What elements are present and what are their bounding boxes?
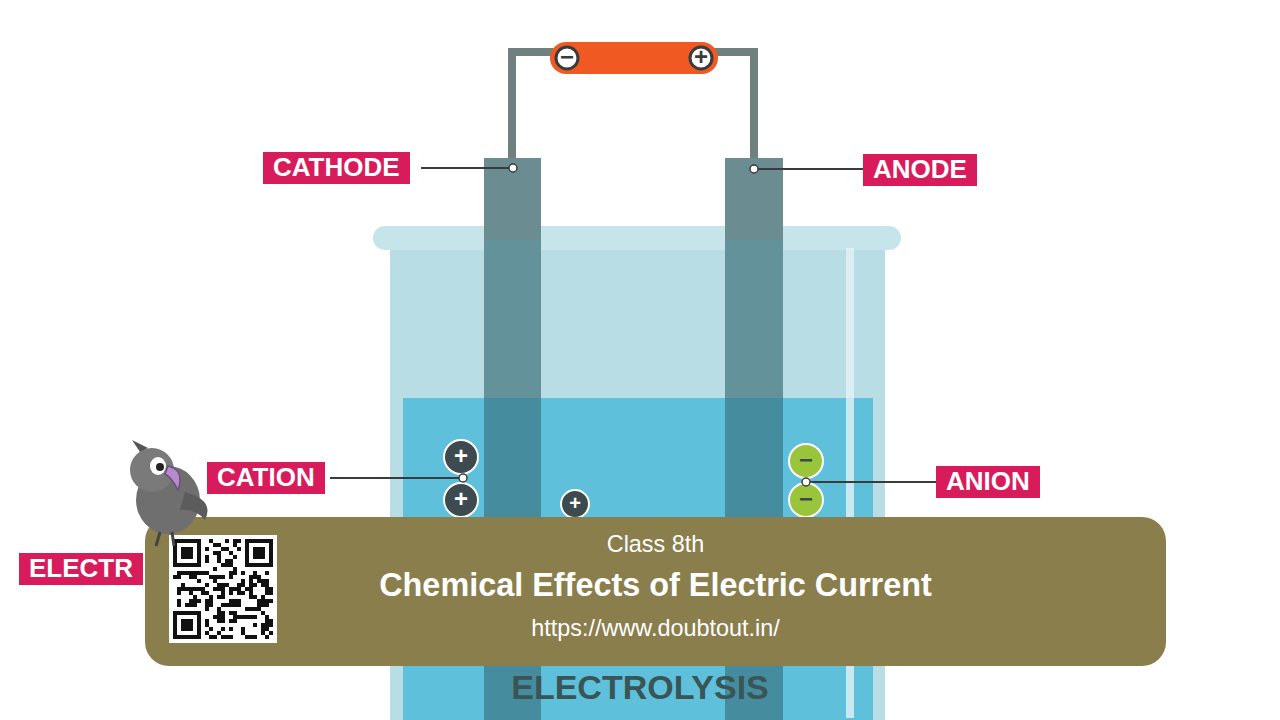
term-label: ELECTR bbox=[19, 553, 143, 585]
term-text: CATHODE bbox=[273, 152, 400, 182]
leader-line bbox=[330, 477, 459, 479]
term-text: ANODE bbox=[873, 154, 967, 184]
banner-text: Chemical Effects of Electric Current bbox=[145, 567, 1166, 604]
battery-positive-sign: + bbox=[689, 45, 713, 69]
wire bbox=[512, 52, 555, 162]
cation-ions bbox=[444, 440, 589, 518]
anion-sign: − bbox=[794, 448, 818, 472]
anion-sign: − bbox=[794, 487, 818, 511]
battery-negative-sign: − bbox=[555, 45, 579, 69]
cation-sign: + bbox=[563, 493, 587, 513]
term-label: ANION bbox=[936, 466, 1040, 498]
cation-sign: + bbox=[449, 487, 473, 511]
wire bbox=[712, 52, 754, 162]
title-banner: Class 8thChemical Effects of Electric Cu… bbox=[145, 517, 1166, 666]
leader-line bbox=[809, 481, 936, 483]
term-label: ANODE bbox=[863, 154, 977, 186]
beaker-rim bbox=[373, 226, 901, 250]
banner-text: Class 8th bbox=[145, 531, 1166, 558]
battery bbox=[550, 42, 718, 74]
term-text: ELECTR bbox=[29, 553, 133, 583]
leader-dot bbox=[802, 478, 810, 486]
leader-line bbox=[421, 167, 510, 169]
term-text: ANION bbox=[946, 466, 1030, 496]
anion-ions bbox=[789, 444, 823, 517]
leader-line bbox=[757, 168, 863, 170]
cation-sign: + bbox=[449, 444, 473, 468]
leader-dot bbox=[750, 165, 758, 173]
term-text: CATION bbox=[217, 462, 315, 492]
banner-text: https://www.doubtout.in/ bbox=[145, 615, 1166, 642]
term-label: CATHODE bbox=[263, 152, 410, 184]
leader-dot bbox=[459, 474, 467, 482]
leader-dot bbox=[509, 164, 517, 172]
term-label: CATION bbox=[207, 462, 325, 494]
diagram-caption: ELECTROLYSIS bbox=[511, 668, 769, 707]
